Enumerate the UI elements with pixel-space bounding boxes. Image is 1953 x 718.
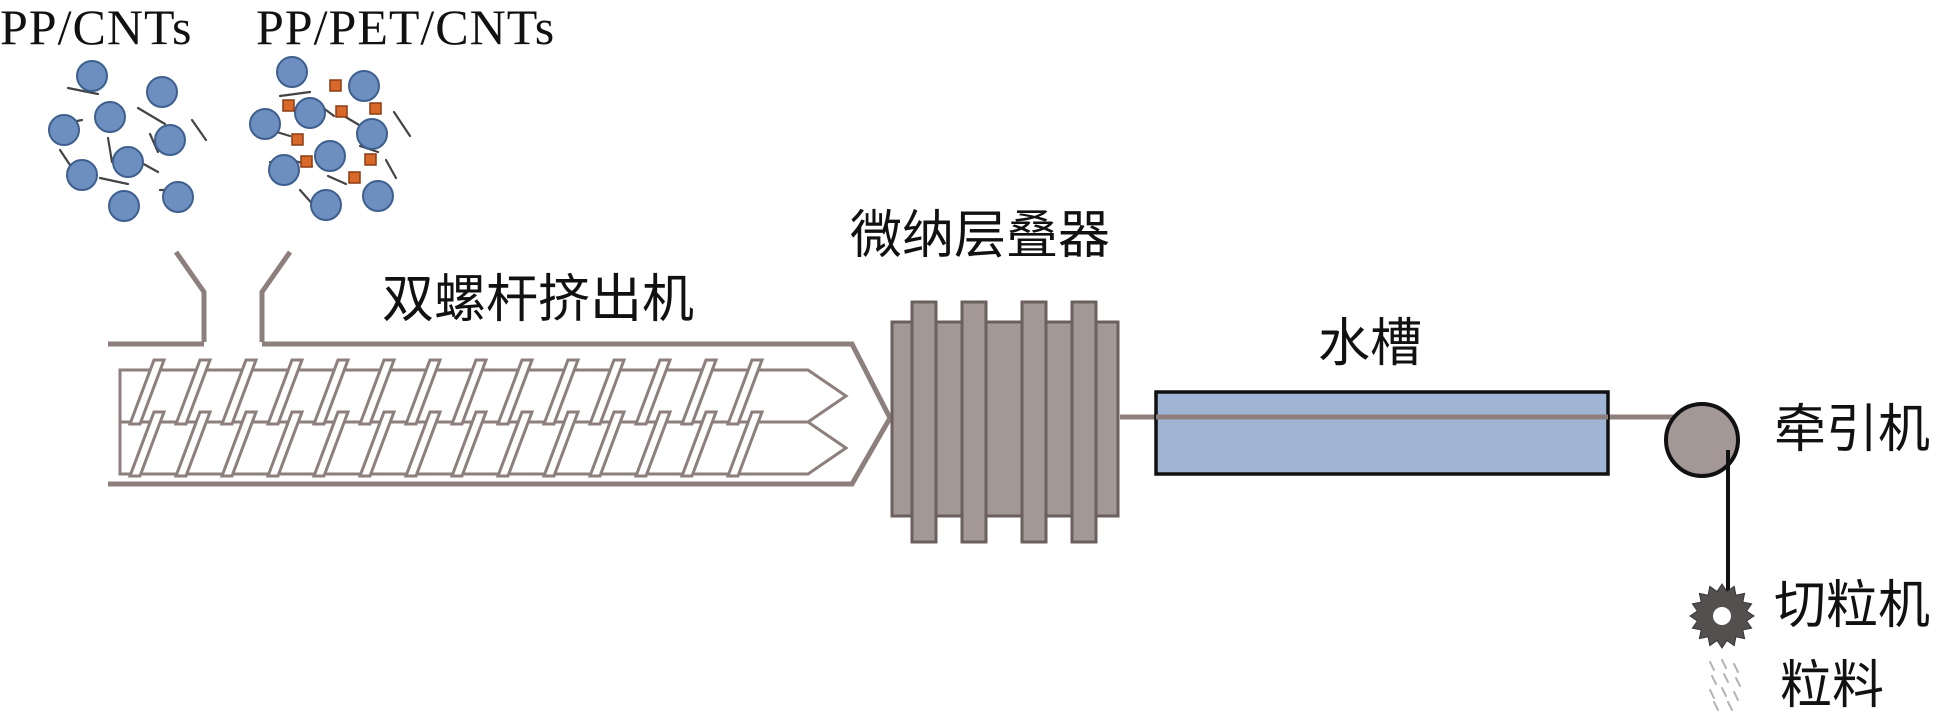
screw-flight	[541, 358, 581, 426]
haul-off-unit	[1664, 402, 1740, 620]
screw-flight	[495, 358, 535, 426]
screw-flight	[587, 358, 627, 426]
screw-flight	[173, 358, 213, 426]
screw-flight	[265, 410, 305, 478]
screw-flight	[357, 358, 397, 426]
screw-flight	[725, 410, 765, 478]
water-tank	[1154, 390, 1610, 476]
screw-flight	[725, 358, 765, 426]
label-twin-screw-extruder: 双螺杆挤出机	[382, 270, 695, 330]
pp-pet-cnts-particle-cluster	[249, 56, 412, 221]
screw-flight	[403, 410, 443, 478]
label-pelletizer: 切粒机	[1774, 576, 1931, 636]
pp-cnts-particle-cluster	[48, 60, 208, 222]
screw-flight	[403, 358, 443, 426]
feed-hopper	[173, 250, 293, 342]
label-haul-off: 牵引机	[1774, 400, 1931, 460]
screw-flight	[311, 410, 351, 478]
label-pp-pet-cnts: PP/PET/CNTs	[256, 0, 556, 55]
screw-flight	[127, 358, 167, 426]
label-layer-multiplier: 微纳层叠器	[850, 206, 1111, 266]
screw-flight	[127, 410, 167, 478]
screw-flight	[679, 358, 719, 426]
extruder-barrel	[108, 341, 893, 487]
label-pp-cnts: PP/CNTs	[0, 0, 193, 55]
pellets-falling	[1709, 659, 1741, 711]
label-pellets: 粒料	[1780, 656, 1885, 716]
screw-flight	[449, 410, 489, 478]
screw-flight	[495, 410, 535, 478]
screw-flight	[265, 358, 305, 426]
pelletizer-cutter	[1689, 583, 1755, 649]
screw-flight	[633, 358, 673, 426]
layer-multiplier	[890, 300, 1120, 544]
screw-flight	[679, 410, 719, 478]
screw-flight	[357, 410, 397, 478]
screw-flight	[633, 410, 673, 478]
label-water-tank: 水槽	[1318, 314, 1423, 374]
twin-screws	[118, 358, 849, 478]
screw-flight	[219, 358, 259, 426]
screw-flight	[541, 410, 581, 478]
screw-flight	[173, 410, 213, 478]
screw-flight	[587, 410, 627, 478]
screw-flight	[449, 358, 489, 426]
screw-flight	[311, 358, 351, 426]
screw-flight	[219, 410, 259, 478]
